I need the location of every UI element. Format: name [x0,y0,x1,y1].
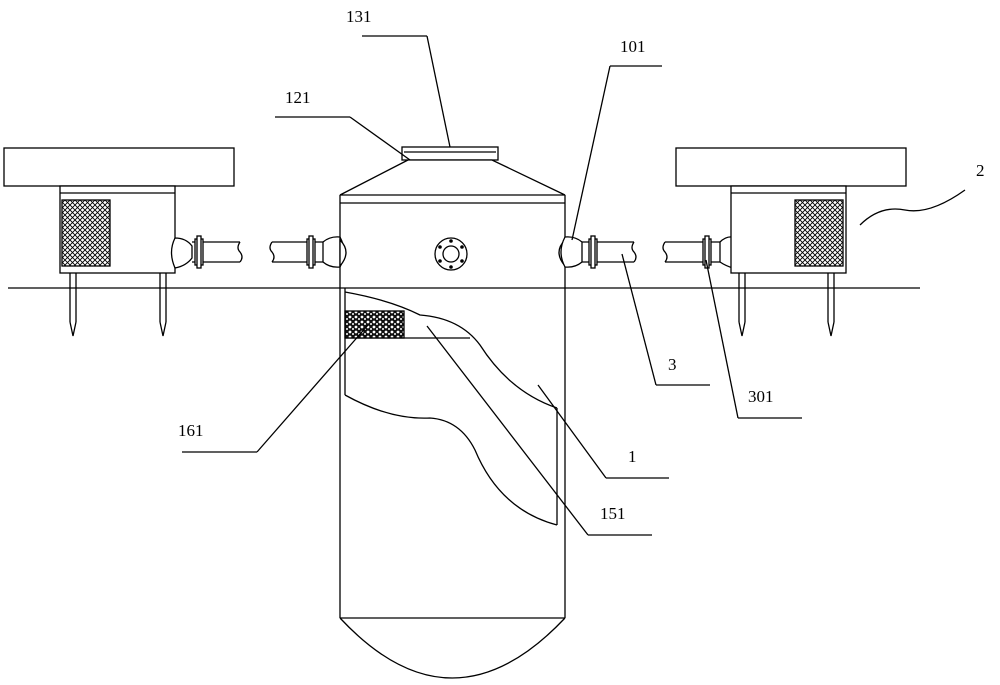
left-unit-cover [3,147,235,187]
label-301: 301 [748,387,774,406]
label-121: 121 [285,88,311,107]
left-unit-grille [61,199,111,267]
tank-center-port [434,237,468,271]
tank-top-flange [401,146,499,161]
left-unit [3,147,243,337]
right-pipe-segment [560,235,637,269]
label-1: 1 [628,447,637,466]
label-131: 131 [346,7,372,26]
right-unit [662,147,907,337]
label-101: 101 [620,37,646,56]
filter-block [344,310,405,339]
label-3: 3 [668,355,677,374]
label-161: 161 [178,421,204,440]
left-pipe-segment [269,235,345,269]
label-2: 2 [976,161,985,180]
right-unit-cover [675,147,907,187]
tank [339,146,566,679]
right-unit-grille [794,199,844,267]
leader-lines [182,35,966,536]
label-151: 151 [600,504,626,523]
